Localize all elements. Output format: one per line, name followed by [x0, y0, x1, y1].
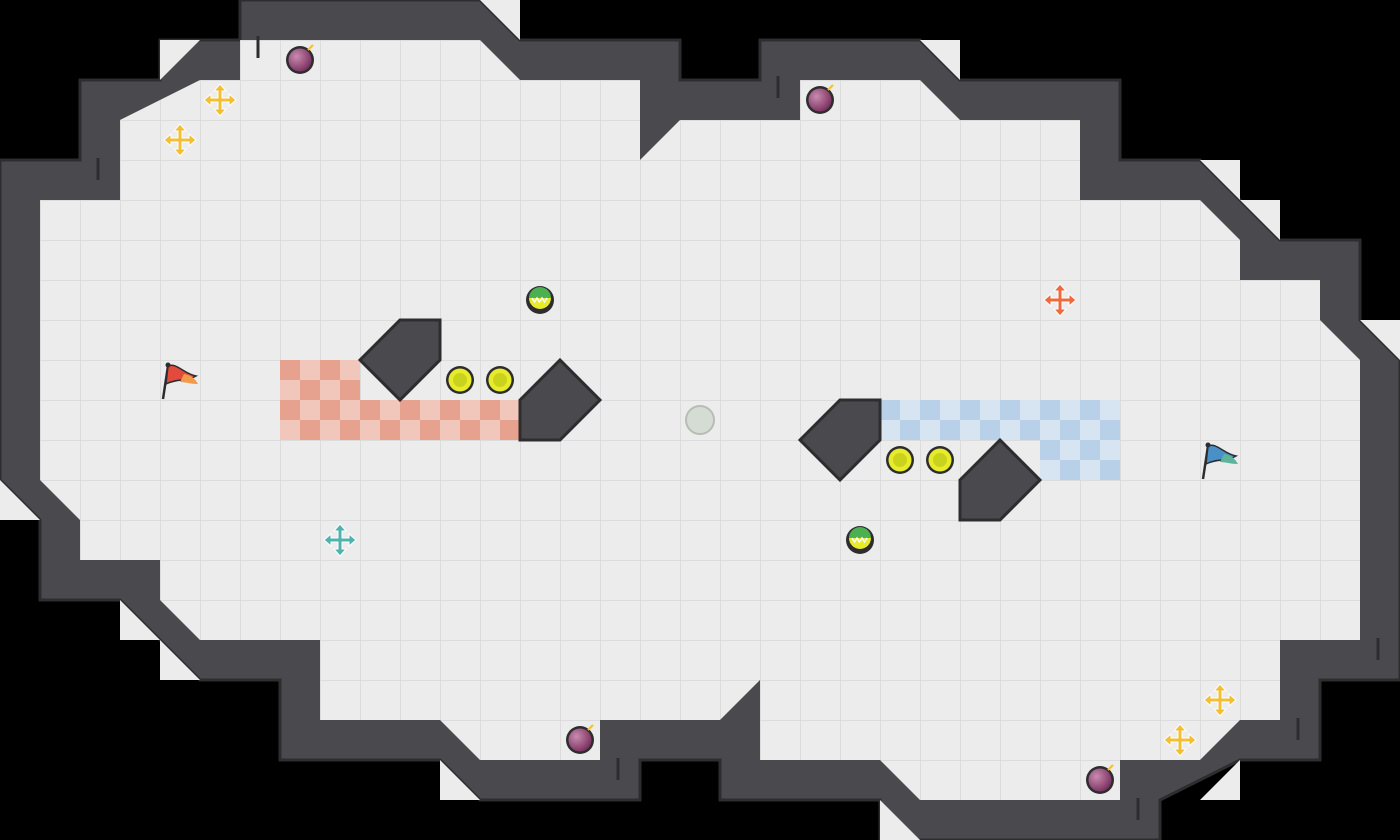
inner-walls	[357, 318, 1043, 522]
inner-wall-block	[518, 357, 603, 442]
red-flag-icon[interactable]	[161, 362, 199, 400]
spike-ball-icon[interactable]	[845, 525, 875, 555]
red-team-base	[280, 360, 520, 440]
wall-notches	[96, 36, 1380, 820]
inner-wall-block	[797, 398, 882, 483]
spike-ball-icon[interactable]	[525, 285, 555, 315]
powerup-icon[interactable]	[446, 366, 474, 394]
inactive-portal-icon[interactable]	[685, 405, 715, 435]
inner-wall-block	[958, 437, 1043, 522]
powerup-icon[interactable]	[486, 366, 514, 394]
blue-flag-icon[interactable]	[1201, 442, 1239, 480]
powerup-icon[interactable]	[886, 446, 914, 474]
inner-wall-block	[357, 318, 442, 403]
powerup-icon[interactable]	[926, 446, 954, 474]
blue-team-base	[880, 400, 1120, 480]
